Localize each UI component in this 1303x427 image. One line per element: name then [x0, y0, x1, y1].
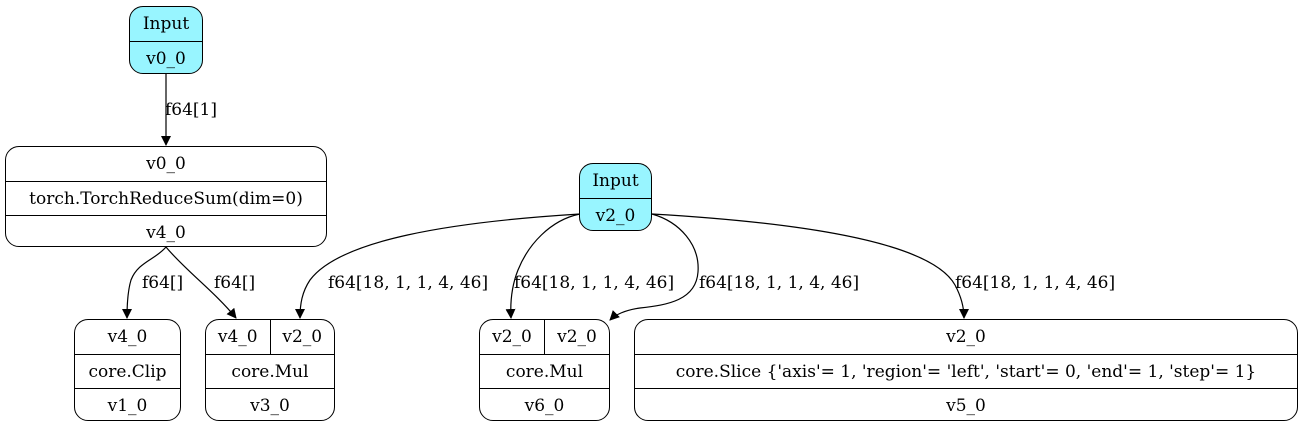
- edge-label-input-to-reduce: f64[1]: [165, 100, 218, 120]
- edge-label-reduce-to-clip: f64[]: [142, 273, 184, 293]
- node-input-ports: v4_0 v2_0: [206, 320, 334, 354]
- node-input-port-b: v2_0: [269, 320, 335, 354]
- node-input-port: v2_0: [946, 327, 986, 347]
- edge-reduce-to-mul-v3: [165, 246, 237, 319]
- input-node-v0[interactable]: Input v0_0: [129, 6, 203, 74]
- input-node-output: v2_0: [580, 198, 651, 230]
- node-input-port-a: v2_0: [492, 327, 532, 347]
- node-input-port-b: v2_0: [544, 320, 609, 354]
- input-node-title: Input: [142, 14, 190, 34]
- node-input-ports: v2_0 v2_0: [480, 320, 609, 354]
- edge-label-v2-to-mul-v6-a: f64[18, 1, 1, 4, 46]: [514, 273, 675, 293]
- node-op-label: core.Clip: [75, 354, 180, 388]
- node-op-label: core.Mul: [480, 354, 609, 388]
- node-input-port-a: v4_0: [217, 327, 258, 347]
- edge-label-v2-to-slice: f64[18, 1, 1, 4, 46]: [955, 273, 1116, 293]
- node-output-port: v3_0: [206, 388, 334, 420]
- edge-label-v2-to-mul-v6-b: f64[18, 1, 1, 4, 46]: [699, 273, 860, 293]
- reduce-sum-node[interactable]: v0_0 torch.TorchReduceSum(dim=0) v4_0: [5, 146, 327, 247]
- node-output-port: v5_0: [635, 388, 1297, 420]
- node-input-port: v4_0: [107, 327, 148, 347]
- edge-reduce-to-clip: [122, 246, 167, 319]
- input-node-title: Input: [592, 171, 639, 191]
- edge-label-reduce-to-mul-v3: f64[]: [214, 273, 256, 293]
- edge-label-v2-to-mul-v3: f64[18, 1, 1, 4, 46]: [328, 273, 489, 293]
- input-node-v2[interactable]: Input v2_0: [579, 163, 652, 231]
- mul-node-v6[interactable]: v2_0 v2_0 core.Mul v6_0: [479, 319, 610, 421]
- node-op-label: core.Slice {'axis'= 1, 'region'= 'left',…: [635, 354, 1297, 388]
- edge-v2-to-mul-v6-b: [609, 213, 699, 321]
- node-output-port: v1_0: [75, 388, 180, 420]
- mul-node-v3[interactable]: v4_0 v2_0 core.Mul v3_0: [205, 319, 335, 421]
- slice-node[interactable]: v2_0 core.Slice {'axis'= 1, 'region'= 'l…: [634, 319, 1298, 421]
- clip-node[interactable]: v4_0 core.Clip v1_0: [74, 319, 181, 421]
- node-output-port: v4_0: [6, 215, 326, 246]
- edge-v2-to-slice: [651, 213, 969, 319]
- node-output-port: v6_0: [480, 388, 609, 420]
- input-node-output: v0_0: [130, 41, 202, 73]
- edge-v2-to-mul-v3: [295, 213, 581, 319]
- node-op-label: core.Mul: [206, 354, 334, 388]
- node-input-port: v0_0: [146, 154, 186, 174]
- node-op-label: torch.TorchReduceSum(dim=0): [6, 181, 326, 215]
- edge-v2-to-mul-v6-a: [505, 213, 581, 319]
